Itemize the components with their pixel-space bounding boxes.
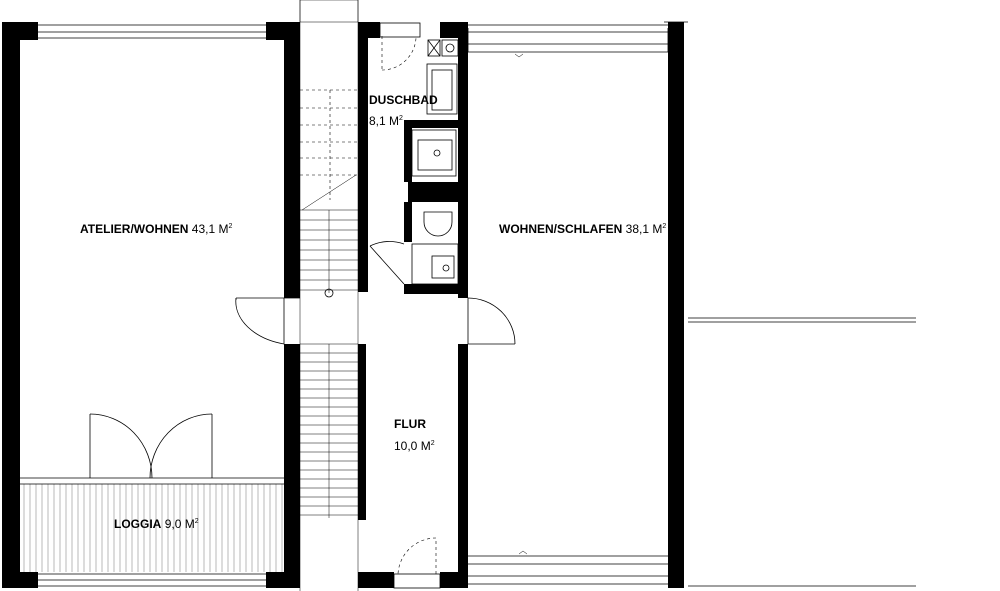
room-name-atelier: ATELIER/WOHNEN bbox=[80, 222, 188, 236]
door-atelier bbox=[235, 297, 300, 345]
terrace-edge bbox=[688, 317, 916, 587]
room-name-duschbad: DUSCHBAD bbox=[369, 93, 438, 107]
walls-left-wing bbox=[2, 22, 300, 588]
bathroom-fixtures bbox=[411, 39, 459, 285]
room-area-atelier: 43,1 M bbox=[192, 222, 229, 236]
window-bottom-right bbox=[468, 550, 668, 585]
walls-right-wing bbox=[668, 22, 684, 588]
room-area-loggia: 9,0 M bbox=[165, 517, 195, 531]
room-area-wohnen-schlafen: 38,1 M bbox=[626, 222, 663, 236]
label-atelier: ATELIER/WOHNEN 43,1 M2 bbox=[80, 222, 232, 236]
loggia-doors bbox=[89, 413, 213, 479]
door-wohnen bbox=[467, 297, 516, 345]
unit-sup-loggia: 2 bbox=[195, 518, 199, 525]
room-name-wohnen-schlafen: WOHNEN/SCHLAFEN bbox=[499, 222, 622, 236]
unit-sup-duschbad: 2 bbox=[399, 115, 403, 122]
window-top-right bbox=[467, 24, 669, 58]
label-wohnen-schlafen: WOHNEN/SCHLAFEN 38,1 M2 bbox=[499, 222, 666, 236]
window-bottom-left bbox=[38, 573, 266, 587]
unit-sup-wohnen-schlafen: 2 bbox=[662, 223, 666, 230]
label-duschbad-area: 8,1 M2 bbox=[369, 114, 403, 128]
room-area-duschbad: 8,1 M bbox=[369, 114, 399, 128]
wc-door bbox=[369, 241, 405, 285]
bath-door bbox=[379, 22, 421, 71]
unit-sup-atelier: 2 bbox=[228, 223, 232, 230]
label-flur-area: 10,0 M2 bbox=[394, 439, 435, 453]
entry-door bbox=[393, 537, 441, 589]
room-area-flur: 10,0 M bbox=[394, 439, 431, 453]
label-loggia: LOGGIA 9,0 M2 bbox=[114, 517, 199, 531]
label-duschbad-name: DUSCHBAD bbox=[369, 93, 438, 107]
unit-sup-flur: 2 bbox=[431, 440, 435, 447]
room-name-flur: FLUR bbox=[394, 417, 426, 431]
loggia-deck bbox=[20, 477, 284, 572]
label-flur-name: FLUR bbox=[394, 417, 426, 431]
room-name-loggia: LOGGIA bbox=[114, 517, 162, 531]
stair-core bbox=[299, 0, 359, 591]
window-top-left bbox=[38, 24, 266, 39]
walls-middle bbox=[358, 22, 468, 588]
